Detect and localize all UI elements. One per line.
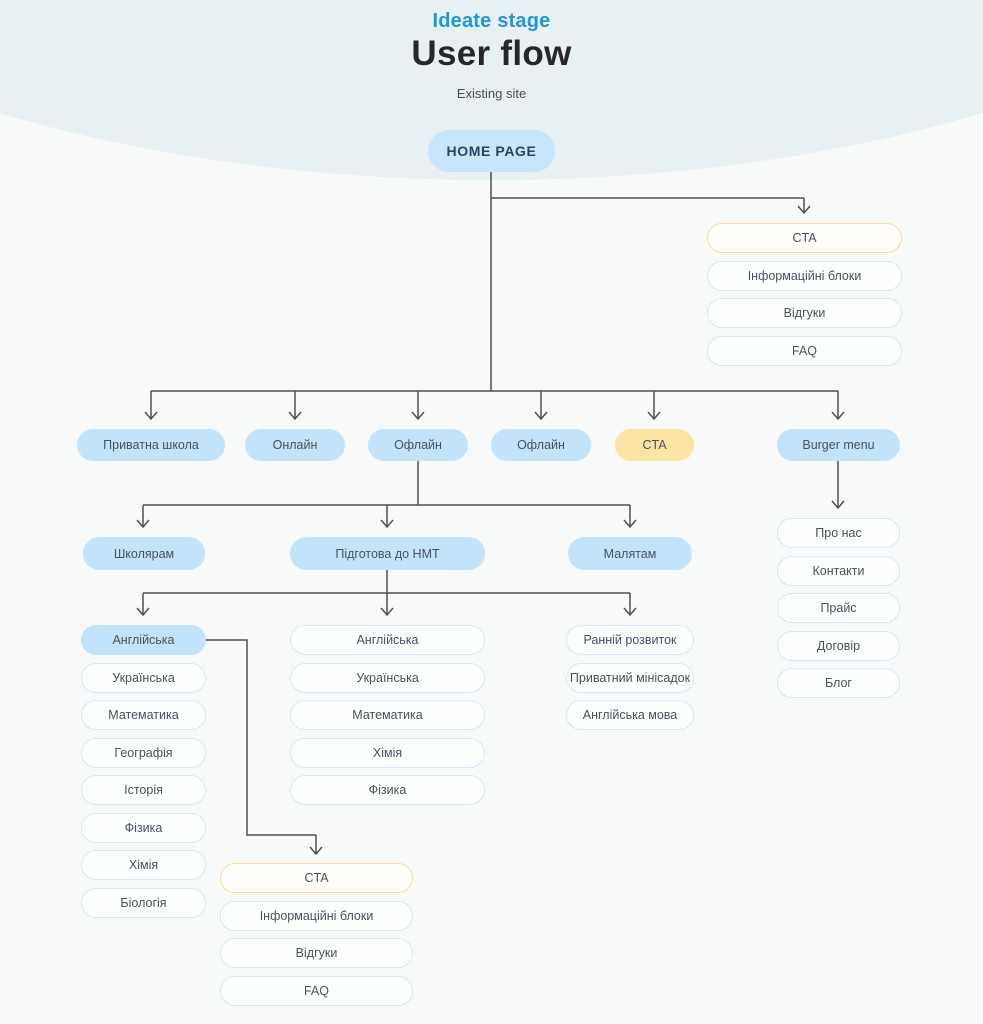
page-subtitle: Existing site: [456, 86, 527, 101]
node-nmt-physics: Фізика: [290, 775, 485, 805]
node-school-ukrainian: Українська: [81, 663, 206, 693]
node-english-cta: CTA: [220, 863, 413, 893]
stage-label: Ideate stage: [432, 10, 551, 32]
node-school-chemistry: Хімія: [81, 850, 206, 880]
node-toddlers: Малятам: [568, 537, 692, 570]
node-home-cta: CTA: [707, 223, 902, 253]
node-schoolchildren: Школярам: [83, 537, 205, 570]
node-nmt-english: Англійська: [290, 625, 485, 655]
node-home-reviews: Відгуки: [707, 298, 902, 328]
node-offline-1: Офлайн: [368, 429, 468, 461]
node-english-reviews: Відгуки: [220, 938, 413, 968]
node-toddlers-early-dev: Ранній розвиток: [566, 625, 694, 655]
node-school-history: Історія: [81, 775, 206, 805]
node-toddlers-minigarden: Приватний мінісадок: [566, 663, 694, 693]
node-burger-contacts: Контакти: [777, 556, 900, 586]
node-english-faq: FAQ: [220, 976, 413, 1006]
node-private-school: Приватна школа: [77, 429, 225, 461]
node-online: Онлайн: [245, 429, 345, 461]
node-school-physics: Фізика: [81, 813, 206, 843]
node-burger-about: Про нас: [777, 518, 900, 548]
node-home-info-blocks: Інформаційні блоки: [707, 261, 902, 291]
node-nmt-chemistry: Хімія: [290, 738, 485, 768]
node-main-cta: CTA: [615, 429, 694, 461]
node-english-info-blocks: Інформаційні блоки: [220, 901, 413, 931]
node-burger-price: Прайс: [777, 593, 900, 623]
node-school-geography: Географія: [81, 738, 206, 768]
node-school-biology: Біологія: [81, 888, 206, 918]
node-burger-menu: Burger menu: [777, 429, 900, 461]
node-home-faq: FAQ: [707, 336, 902, 366]
node-school-math: Математика: [81, 700, 206, 730]
node-school-english: Англійська: [81, 625, 206, 655]
node-burger-blog: Блог: [777, 668, 900, 698]
node-home-page: HOME PAGE: [428, 130, 555, 172]
node-nmt-math: Математика: [290, 700, 485, 730]
node-nmt-ukrainian: Українська: [290, 663, 485, 693]
node-burger-contract: Договір: [777, 631, 900, 661]
node-toddlers-english: Англійська мова: [566, 700, 694, 730]
page-title: User flow: [411, 34, 572, 73]
node-nmt-prep: Підготова до НМТ: [290, 537, 485, 570]
node-offline-2: Офлайн: [491, 429, 591, 461]
